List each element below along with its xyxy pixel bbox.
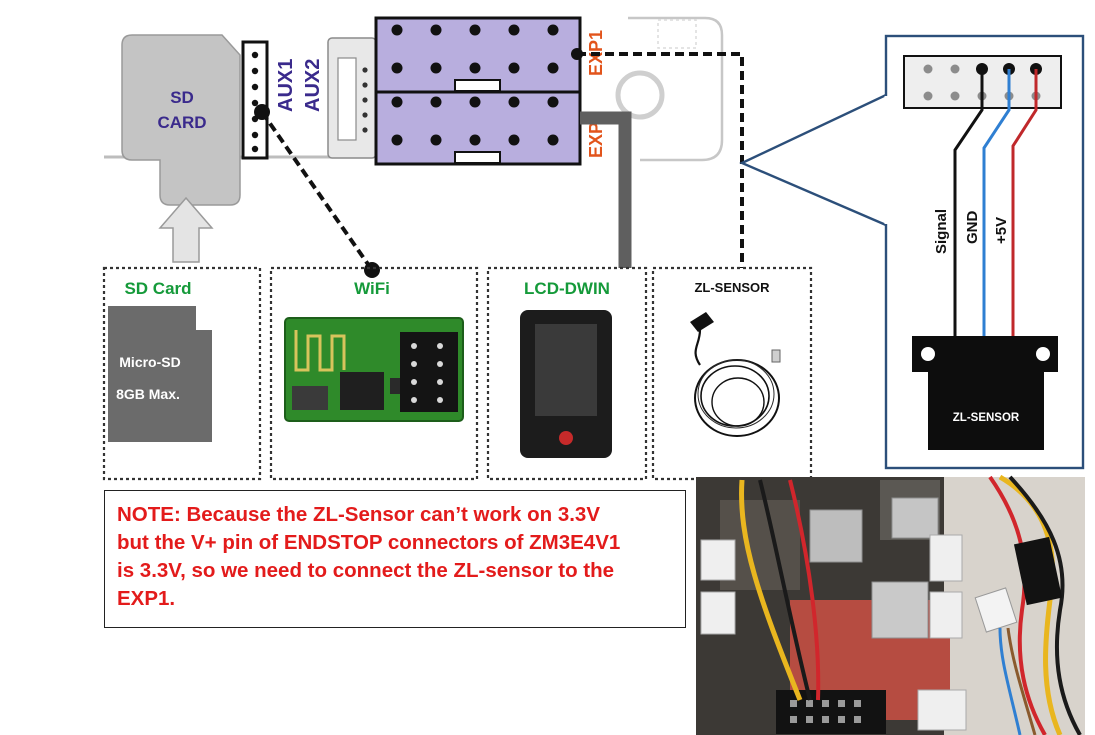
note-line-2: but the V+ pin of ENDSTOP connectors of … — [117, 529, 673, 557]
aux1-label: AUX1 — [275, 59, 297, 112]
wiring-note: NOTE: Because the ZL-Sensor can’t work o… — [104, 490, 686, 628]
gnd-wire-label: GND — [964, 211, 981, 245]
sd-card-slot: SD CARD — [122, 35, 240, 205]
micro-sd-label: Micro-SD — [119, 354, 180, 370]
insert-arrow-icon — [160, 198, 212, 262]
exp2-header — [376, 92, 580, 164]
5v-wire-label: +5V — [993, 217, 1010, 244]
note-line-4: EXP1. — [117, 585, 673, 613]
lcd-dwin-display — [520, 310, 612, 458]
wifi-module-board — [285, 318, 463, 421]
sd-card-label-line1: SD — [170, 88, 194, 107]
zl-sensor-drawing — [912, 336, 1058, 450]
signal-wire-label: Signal — [933, 209, 950, 254]
note-line-3: is 3.3V, so we need to connect the ZL-se… — [117, 557, 673, 585]
note-line-1: NOTE: Because the ZL-Sensor can’t work o… — [117, 501, 673, 529]
wifi-cable-end — [364, 262, 380, 278]
aux2-connector — [328, 38, 376, 158]
wired-board-photo — [696, 477, 1085, 735]
wifi-title: WiFi — [354, 279, 390, 298]
zl-sensor-drawing-label: ZL-SENSOR — [953, 412, 1020, 424]
sd-card-title: SD Card — [124, 279, 191, 298]
aux1-connector — [243, 42, 270, 158]
exp1-header — [376, 18, 580, 92]
micro-sd-capacity: 8GB Max. — [116, 386, 180, 402]
lcd-dwin-title: LCD-DWIN — [524, 279, 610, 298]
micro-sd-card — [108, 306, 212, 442]
sd-card-label-line2: CARD — [157, 113, 206, 132]
zl-sensor-title: ZL-SENSOR — [694, 280, 770, 295]
aux2-label: AUX2 — [302, 59, 324, 112]
zl-sensor-photo — [690, 312, 780, 436]
